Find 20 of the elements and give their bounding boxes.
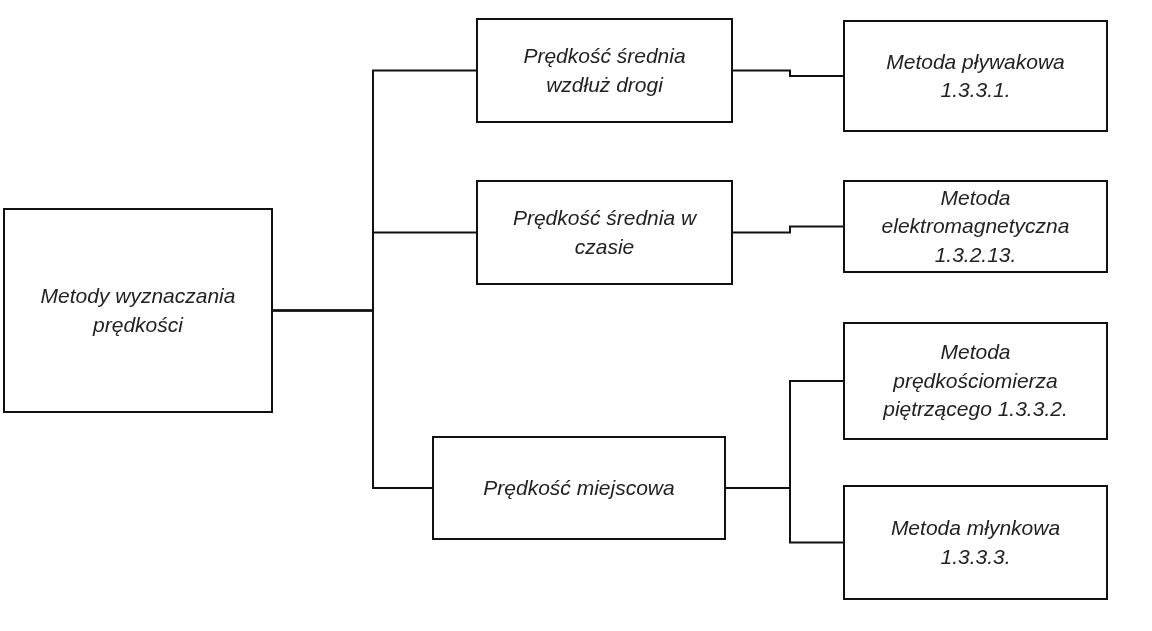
process-box [476,180,733,285]
process-box [476,18,733,123]
box-label: Prędkość miejscowa [483,474,675,501]
process-box [3,208,273,413]
box-label: Metoda prędkościomierza piętrzącego 1.3.3.2. [881,339,1069,423]
process-box [843,20,1108,132]
connector-line [732,225,844,234]
process-box [843,180,1108,273]
box-label: Metoda pływakowa 1.3.3.1. [885,48,1066,103]
process-box [432,436,726,540]
connector-line [272,309,433,489]
box-label: Prędkość średnia wzdłuż drogi [522,43,687,98]
process-box [843,485,1108,600]
process-box [843,322,1108,440]
connector-line [732,69,844,77]
connector-line [725,487,844,544]
box-label: Metody wyznaczania prędkości [39,283,237,338]
box-label: Prędkość średnia w czasie [511,205,698,260]
box-label: Metoda elektromagnetyczna 1.3.2.13. [880,185,1071,268]
box-label: Metoda młynkowa 1.3.3.3. [889,515,1062,570]
